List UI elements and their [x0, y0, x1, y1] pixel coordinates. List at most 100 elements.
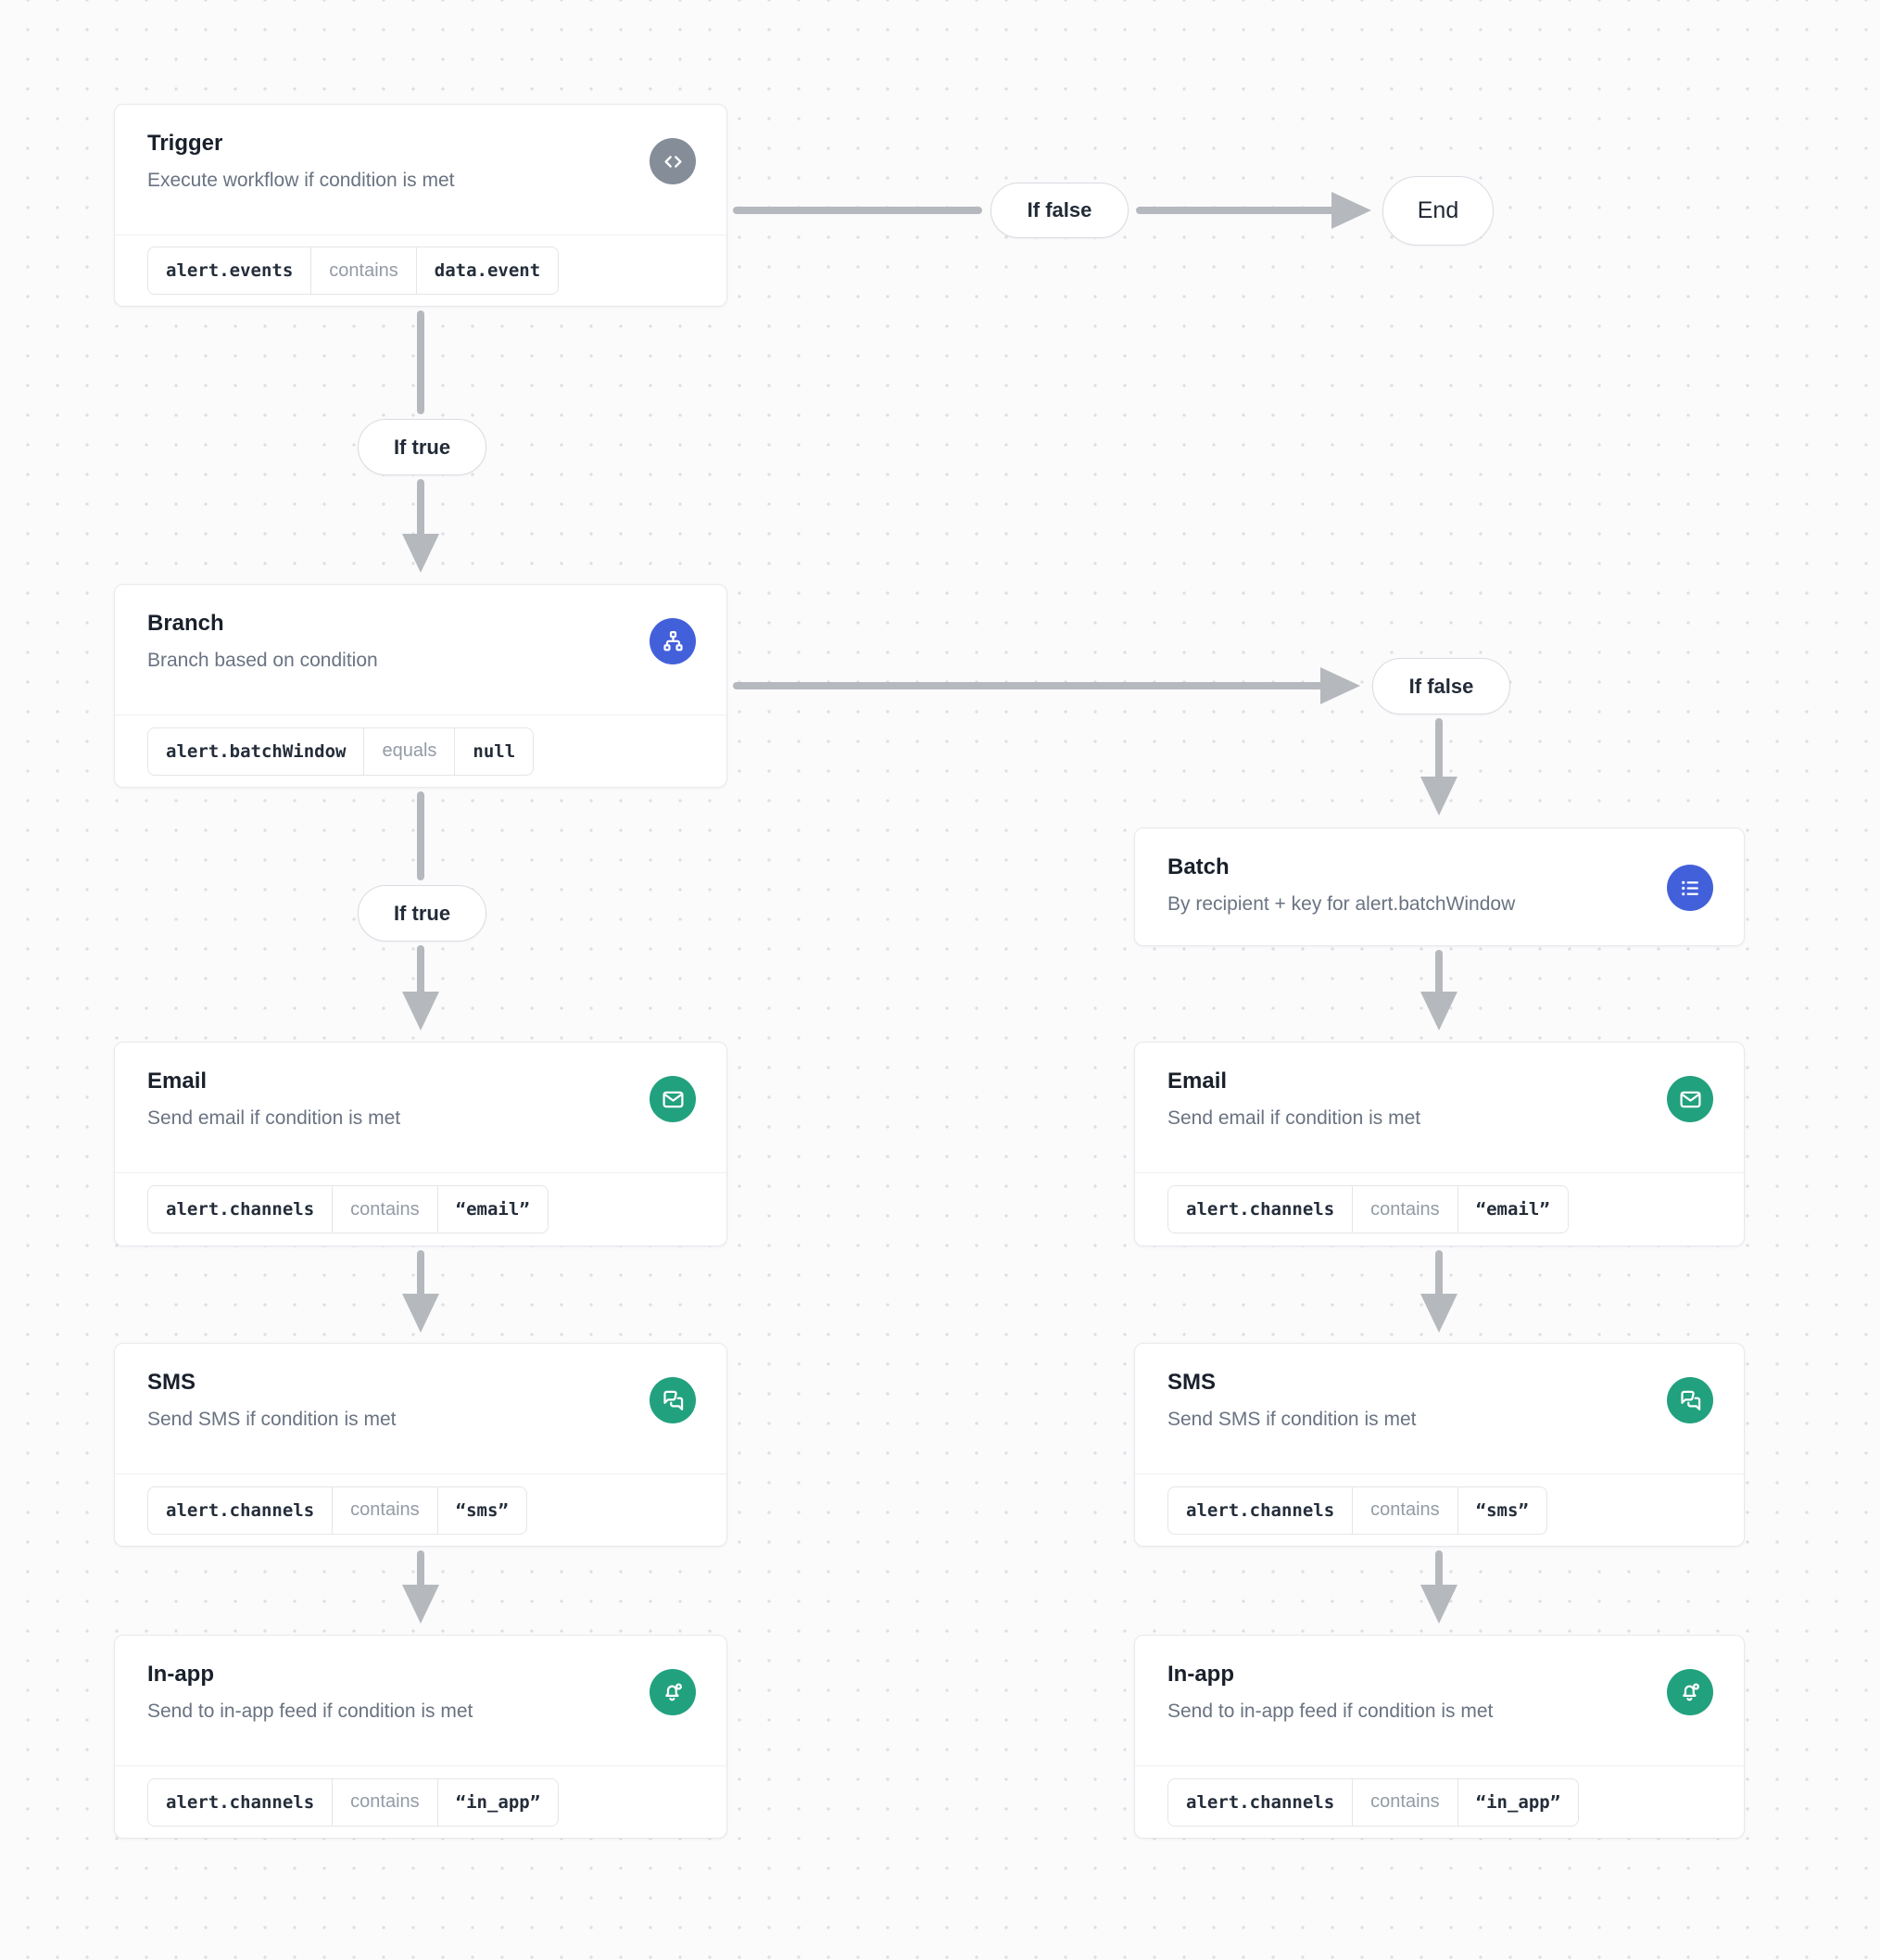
node-email-left[interactable]: Email Send email if condition is met ale…: [114, 1042, 727, 1246]
condition-value: “email”: [455, 1199, 530, 1220]
node-branch[interactable]: Branch Branch based on condition alert.b…: [114, 584, 727, 788]
node-sms-header: SMS Send SMS if condition is met: [115, 1344, 726, 1473]
edge-label-if-false-branch: If false: [1372, 658, 1510, 714]
edge-label-if-true-1: If true: [358, 419, 486, 475]
condition-value: “in_app”: [1475, 1791, 1561, 1813]
condition-pill: alert.channels contains “sms”: [1167, 1486, 1547, 1535]
arrowhead: [1320, 667, 1360, 704]
condition-pill: alert.channels contains “email”: [147, 1185, 549, 1233]
list-icon: [1667, 865, 1713, 911]
node-condition-row: alert.events contains data.event: [115, 234, 726, 306]
condition-pill: alert.channels contains “sms”: [147, 1486, 527, 1535]
arrowhead: [402, 534, 439, 573]
condition-value: “email”: [1475, 1199, 1550, 1220]
node-batch-header: Batch By recipient + key for alert.batch…: [1135, 828, 1744, 945]
node-sms-header: SMS Send SMS if condition is met: [1135, 1344, 1744, 1473]
node-title: Email: [147, 1069, 208, 1094]
condition-field: alert.channels: [148, 1186, 334, 1233]
node-title: Branch: [147, 611, 224, 636]
node-subtitle: Send to in-app feed if condition is met: [1167, 1700, 1494, 1722]
condition-value: null: [473, 740, 516, 762]
node-email-header: Email Send email if condition is met: [1135, 1043, 1744, 1172]
node-subtitle: By recipient + key for alert.batchWindow: [1167, 892, 1516, 915]
node-sms-left[interactable]: SMS Send SMS if condition is met alert.c…: [114, 1343, 727, 1547]
arrowhead: [402, 992, 439, 1031]
node-subtitle: Execute workflow if condition is met: [147, 169, 455, 191]
node-inapp-left[interactable]: In-app Send to in-app feed if condition …: [114, 1635, 727, 1839]
bell-icon: [650, 1669, 696, 1715]
node-email-right[interactable]: Email Send email if condition is met ale…: [1134, 1042, 1745, 1246]
edge-label-if-false-top: If false: [990, 183, 1129, 238]
arrowhead: [1420, 1585, 1457, 1624]
condition-field: alert.channels: [148, 1486, 334, 1534]
node-inapp-header: In-app Send to in-app feed if condition …: [115, 1636, 726, 1765]
arrowhead: [402, 1294, 439, 1333]
arrowhead: [1420, 777, 1457, 816]
node-condition-row: alert.batchWindow equals null: [115, 714, 726, 787]
condition-value: “in_app”: [455, 1791, 541, 1813]
envelope-icon: [650, 1076, 696, 1122]
node-title: In-app: [1167, 1662, 1234, 1687]
condition-operator: contains: [333, 1186, 438, 1233]
node-subtitle: Send SMS if condition is met: [147, 1408, 397, 1430]
node-end[interactable]: End: [1382, 176, 1494, 246]
node-subtitle: Send to in-app feed if condition is met: [147, 1700, 473, 1722]
node-title: SMS: [1167, 1370, 1217, 1395]
node-title: In-app: [147, 1662, 214, 1687]
condition-operator: equals: [364, 727, 456, 775]
node-subtitle: Send email if condition is met: [1167, 1106, 1421, 1129]
node-subtitle: Send SMS if condition is met: [1167, 1408, 1417, 1430]
condition-value: “sms”: [1475, 1499, 1529, 1521]
envelope-icon: [1667, 1076, 1713, 1122]
condition-pill: alert.channels contains “in_app”: [1167, 1777, 1580, 1827]
node-inapp-right[interactable]: In-app Send to in-app feed if condition …: [1134, 1635, 1745, 1839]
condition-pill: alert.channels contains “in_app”: [147, 1777, 560, 1827]
chat-bubbles-icon: [650, 1377, 696, 1423]
node-sms-right[interactable]: SMS Send SMS if condition is met alert.c…: [1134, 1343, 1745, 1547]
node-trigger[interactable]: Trigger Execute workflow if condition is…: [114, 104, 727, 307]
node-batch[interactable]: Batch By recipient + key for alert.batch…: [1134, 828, 1745, 946]
condition-operator: contains: [1353, 1778, 1458, 1826]
condition-operator: contains: [1353, 1486, 1458, 1534]
node-title: SMS: [147, 1370, 196, 1395]
node-subtitle: Branch based on condition: [147, 649, 378, 671]
node-title: Email: [1167, 1069, 1228, 1094]
arrowhead: [1420, 992, 1457, 1031]
condition-field: alert.channels: [1168, 1778, 1354, 1826]
node-condition-row: alert.channels contains “in_app”: [1135, 1765, 1744, 1838]
condition-value: data.event: [434, 260, 541, 281]
condition-pill: alert.batchWindow equals null: [147, 727, 535, 776]
edge-label-if-true-2: If true: [358, 885, 486, 942]
node-title: Batch: [1167, 854, 1230, 879]
condition-pill: alert.channels contains “email”: [1167, 1185, 1569, 1233]
node-subtitle: Send email if condition is met: [147, 1106, 401, 1129]
arrowhead: [1420, 1294, 1457, 1333]
arrowhead: [402, 1585, 439, 1624]
node-condition-row: alert.channels contains “in_app”: [115, 1765, 726, 1838]
condition-field: alert.channels: [1168, 1486, 1354, 1534]
condition-field: alert.batchWindow: [148, 727, 365, 775]
arrowhead: [1331, 192, 1371, 229]
condition-field: alert.channels: [1168, 1186, 1354, 1233]
node-title: Trigger: [147, 131, 223, 156]
sitemap-icon: [650, 618, 696, 664]
node-inapp-header: In-app Send to in-app feed if condition …: [1135, 1636, 1744, 1765]
code-icon: [650, 138, 696, 184]
condition-operator: contains: [333, 1486, 438, 1534]
node-condition-row: alert.channels contains “email”: [115, 1172, 726, 1246]
condition-operator: contains: [311, 247, 417, 294]
condition-field: alert.events: [148, 247, 312, 294]
condition-operator: contains: [333, 1778, 438, 1826]
node-email-header: Email Send email if condition is met: [115, 1043, 726, 1172]
node-condition-row: alert.channels contains “sms”: [1135, 1473, 1744, 1546]
node-trigger-header: Trigger Execute workflow if condition is…: [115, 105, 726, 234]
node-condition-row: alert.channels contains “sms”: [115, 1473, 726, 1546]
chat-bubbles-icon: [1667, 1377, 1713, 1423]
bell-icon: [1667, 1669, 1713, 1715]
condition-pill: alert.events contains data.event: [147, 247, 560, 295]
node-condition-row: alert.channels contains “email”: [1135, 1172, 1744, 1246]
condition-value: “sms”: [455, 1499, 509, 1521]
node-branch-header: Branch Branch based on condition: [115, 585, 726, 714]
condition-field: alert.channels: [148, 1778, 334, 1826]
